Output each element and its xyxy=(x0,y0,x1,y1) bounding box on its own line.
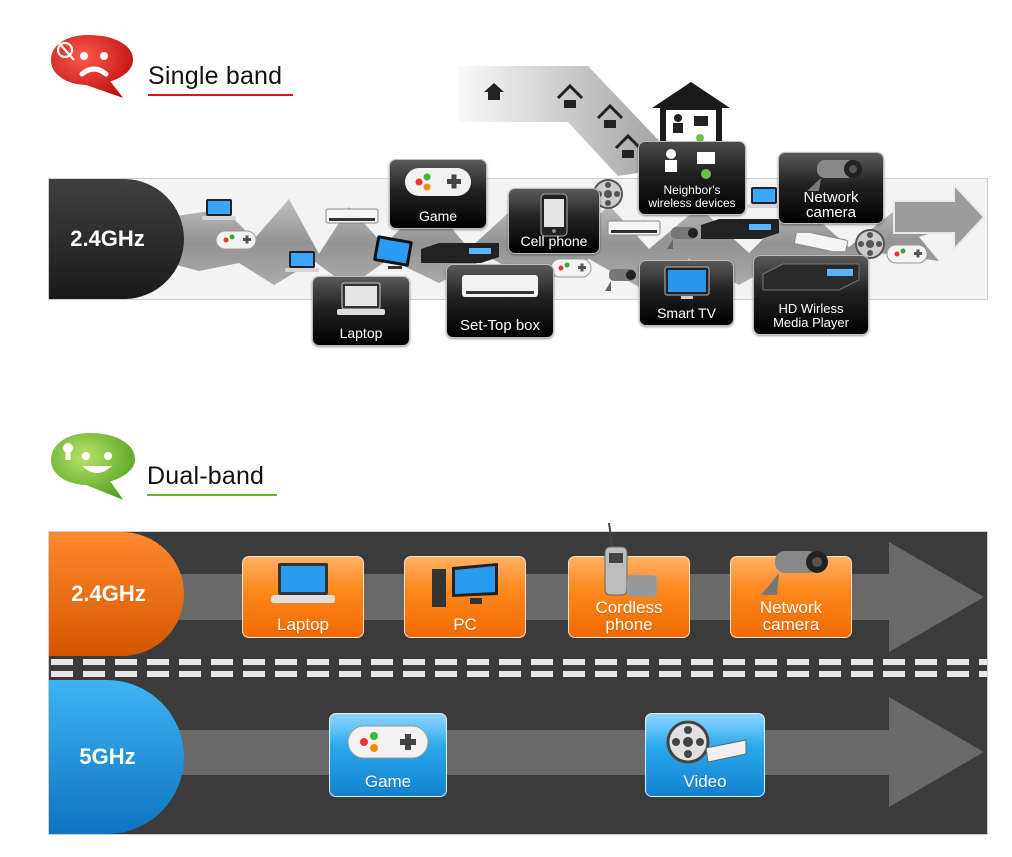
hd-player-label: HD Wirless Media Player xyxy=(773,301,849,330)
gamepad-icon xyxy=(215,230,257,250)
gamepad-icon xyxy=(550,258,592,278)
camera-icon xyxy=(807,160,862,191)
set-top-box-icon xyxy=(325,208,379,224)
laptop-icon xyxy=(202,199,236,220)
laptop-icon xyxy=(285,251,319,272)
camera-icon xyxy=(605,269,636,291)
happy-face-icon xyxy=(48,430,138,504)
network-camera-label: Network camera xyxy=(803,189,859,221)
laptop-tile: Laptop xyxy=(312,276,410,346)
cell-phone-label: Cell phone xyxy=(520,233,588,249)
laptop-icon xyxy=(337,282,385,315)
film-reel-icon xyxy=(666,720,747,764)
game-tile: Game xyxy=(389,159,487,229)
tv-icon xyxy=(664,266,709,299)
cordless-phone-icon xyxy=(604,523,657,597)
camera-icon xyxy=(761,551,828,595)
pc-icon xyxy=(432,563,498,607)
network-camera-tile-24-label: Network camera xyxy=(759,598,823,634)
set-top-box-icon xyxy=(462,275,538,297)
gamepad-icon xyxy=(886,244,928,264)
network-camera-tile: Network camera xyxy=(778,152,884,224)
laptop-label: Laptop xyxy=(339,325,383,341)
film-reel-icon xyxy=(593,179,623,209)
single-band-title: Single band xyxy=(148,62,283,90)
video-tile-5-label: Video xyxy=(683,772,727,791)
set-top-box-icon xyxy=(794,233,848,251)
neighbor-tile: Neighbor's wireless devices xyxy=(638,141,746,215)
pc-tile-24: PC xyxy=(404,556,526,638)
set-top-box-tile: Set-Top box xyxy=(446,264,554,338)
cell-phone-tile: Cell phone xyxy=(508,188,600,254)
game-label: Game xyxy=(418,208,458,224)
game-tile-5-label: Game xyxy=(364,772,412,791)
users-icon xyxy=(665,149,715,179)
dual-band-heading: Dual-band xyxy=(48,428,278,504)
dual-band-underline xyxy=(147,494,277,496)
gamepad-icon xyxy=(405,168,471,196)
lane-24-freq-badge: 2.4GHz xyxy=(49,532,184,656)
lane-24-frequency: 2.4GHz xyxy=(71,581,146,606)
phone-icon xyxy=(540,193,568,237)
cordless-phone-tile-24-label: Cordless phone xyxy=(595,598,663,634)
cordless-phone-tile-24: Cordless phone xyxy=(568,523,690,638)
sad-face-icon xyxy=(48,32,136,102)
video-tile-5: Video xyxy=(645,713,765,797)
smart-tv-label: Smart TV xyxy=(657,305,716,321)
lane-5-frequency: 5GHz xyxy=(79,744,136,769)
set-top-box-label: Set-Top box xyxy=(459,317,541,334)
media-box-icon xyxy=(701,219,779,239)
film-reel-icon xyxy=(855,229,885,259)
smart-tv-tile: Smart TV xyxy=(639,260,734,326)
camera-icon xyxy=(667,227,698,249)
neighbor-stream xyxy=(458,66,683,176)
gamepad-icon xyxy=(347,725,429,759)
laptop-icon xyxy=(271,563,335,603)
dual-band-title: Dual-band xyxy=(147,462,265,490)
hd-player-tile: HD Wirless Media Player xyxy=(753,255,869,335)
laptop-tile-24: Laptop xyxy=(242,556,364,638)
single-band-freq-badge: 2.4GHz xyxy=(49,179,184,299)
media-box-icon xyxy=(421,243,499,263)
single-band-frequency: 2.4GHz xyxy=(70,226,145,251)
single-band-heading: Single band xyxy=(48,30,293,102)
laptop-icon xyxy=(747,187,781,208)
media-player-icon xyxy=(762,263,860,291)
pc-tile-24-label: PC xyxy=(453,615,477,634)
monitor-icon xyxy=(373,235,413,269)
lane-5-freq-badge: 5GHz xyxy=(49,680,184,834)
single-band-underline xyxy=(148,94,293,96)
neighbor-label: Neighbor's wireless devices xyxy=(648,183,736,210)
laptop-tile-24-label: Laptop xyxy=(277,615,329,634)
house-icon xyxy=(652,82,730,144)
game-tile-5: Game xyxy=(329,713,447,797)
set-top-box-icon xyxy=(607,220,661,236)
network-camera-tile-24: Network camera xyxy=(730,551,852,638)
